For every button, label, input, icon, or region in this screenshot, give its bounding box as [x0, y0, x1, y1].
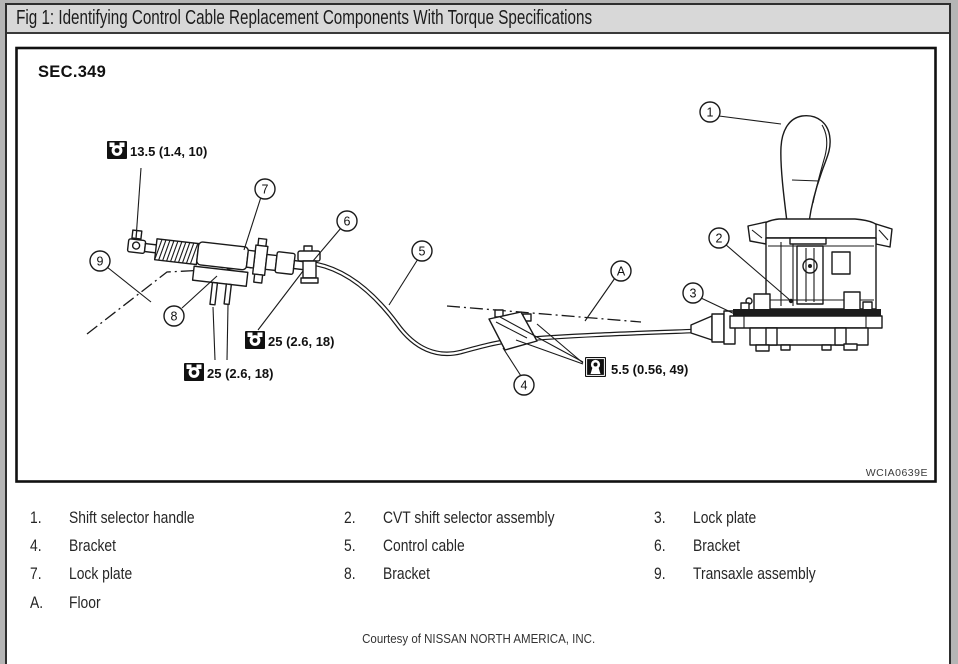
legend-label: Floor [69, 593, 101, 612]
legend-number: 4. [30, 537, 42, 556]
legend-number: 7. [30, 565, 42, 584]
legend-label: Lock plate [69, 565, 133, 584]
legend-label: Bracket [383, 565, 430, 584]
legend-item-1: 1. Shift selector handle [30, 504, 344, 532]
legend-item-3: 3. Lock plate [654, 504, 950, 532]
legend-item-A: A. Floor [30, 589, 344, 617]
figure-title: Fig 1: Identifying Control Cable Replace… [16, 7, 593, 29]
component-legend: 1. Shift selector handle 2. CVT shift se… [30, 504, 950, 618]
legend-number: 9. [654, 565, 666, 584]
legend-number: 2. [344, 508, 356, 527]
courtesy-line: Courtesy of NISSAN NORTH AMERICA, INC. [362, 632, 596, 646]
legend-item-6: 6. Bracket [654, 532, 950, 560]
legend-label: Bracket [69, 537, 116, 556]
legend-label: Lock plate [693, 508, 757, 527]
legend-number: 5. [344, 537, 356, 556]
legend-item-5: 5. Control cable [344, 532, 654, 560]
legend-label: Transaxle assembly [693, 565, 816, 584]
legend-number: 6. [654, 537, 666, 556]
figure-title-bar: Fig 1: Identifying Control Cable Replace… [7, 5, 949, 34]
legend-item-9: 9. Transaxle assembly [654, 561, 950, 589]
legend-label: Control cable [383, 537, 465, 556]
legend-label: Bracket [693, 537, 740, 556]
legend-label: Shift selector handle [69, 508, 195, 527]
legend-number: 3. [654, 508, 666, 527]
legend-item-2: 2. CVT shift selector assembly [344, 504, 654, 532]
legend-item-8: 8. Bracket [344, 561, 654, 589]
legend-number: 8. [344, 565, 356, 584]
legend-number: 1. [30, 508, 42, 527]
legend-item-4: 4. Bracket [30, 532, 344, 560]
legend-label: CVT shift selector assembly [383, 508, 555, 527]
legend-number: A. [30, 593, 44, 612]
legend-item-7: 7. Lock plate [30, 561, 344, 589]
